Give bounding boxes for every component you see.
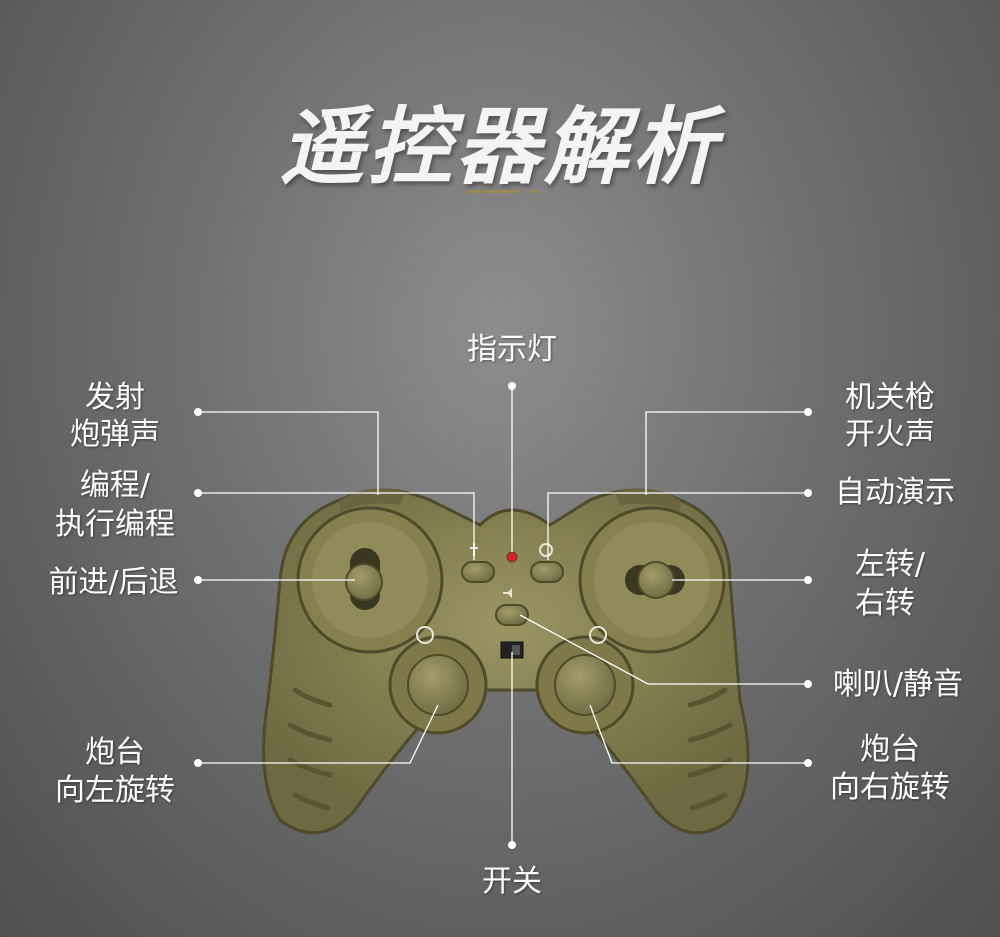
label-turn-line1: 左转/: [854, 547, 926, 582]
turret-rotate-right-icon: [589, 626, 607, 644]
demo-button: [530, 561, 564, 583]
label-program-line1: 编程/: [79, 468, 151, 503]
label-turret-right-line1: 炮台: [860, 732, 920, 767]
film-icon: [539, 543, 553, 557]
label-fire-cannon-line1: 发射: [85, 380, 145, 415]
label-turn-line2: 右转: [855, 586, 915, 621]
left-joystick-icon: [345, 563, 383, 601]
label-indicator: 指示灯: [467, 332, 557, 367]
label-fire-cannon-line2: 炮弹声: [70, 417, 160, 452]
label-machine-gun-line2: 开火声: [845, 417, 935, 452]
turret-left-button: [388, 635, 488, 735]
mute-button: [495, 604, 529, 626]
label-machine-gun-line1: 机关枪: [845, 380, 935, 415]
title-underline: [468, 190, 520, 193]
label-turret-left-line1: 炮台: [85, 735, 145, 770]
turret-rotate-left-icon: [416, 626, 434, 644]
callout-dots: [194, 382, 812, 849]
label-turret-left-line2: 向左旋转: [55, 773, 175, 808]
program-button: [461, 561, 495, 583]
indicator-led: [506, 551, 518, 563]
right-joystick-icon: [637, 561, 675, 599]
label-turret-right-line2: 向右旋转: [830, 770, 950, 805]
page-title: 遥控器解析: [279, 98, 720, 196]
label-auto-demo: 自动演示: [835, 475, 955, 510]
power-switch: [500, 641, 524, 659]
label-program-line2: 执行编程: [55, 507, 175, 542]
label-power-switch: 开关: [482, 864, 542, 899]
turret-right-button: [535, 635, 635, 735]
label-forward-back: 前进/后退: [48, 565, 179, 600]
callout-lines: [198, 386, 808, 845]
title-underline-dot: [530, 190, 538, 193]
speaker-icon: [503, 588, 512, 598]
label-speaker-mute: 喇叭/静音: [832, 667, 964, 702]
